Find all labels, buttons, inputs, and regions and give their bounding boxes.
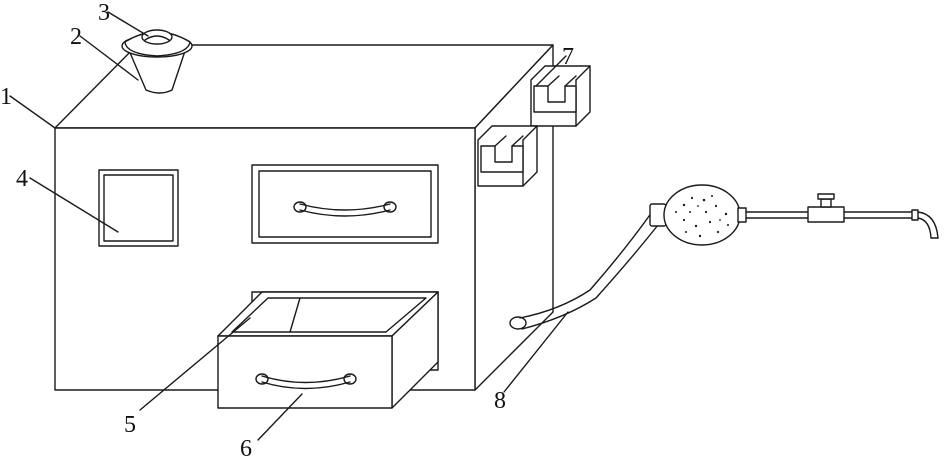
label-2: 2 xyxy=(70,24,82,50)
label-6: 6 xyxy=(240,436,252,460)
side-hook-lower xyxy=(478,126,537,186)
label-7: 7 xyxy=(562,44,574,70)
label-8: 8 xyxy=(494,388,506,414)
label-1: 1 xyxy=(0,84,12,110)
label-5: 5 xyxy=(124,412,136,438)
lower-drawer xyxy=(218,292,438,408)
side-hook-upper xyxy=(531,66,590,126)
vent-grille xyxy=(99,170,178,246)
upper-drawer xyxy=(252,165,438,243)
sprayer-assembly xyxy=(510,185,938,329)
label-4: 4 xyxy=(16,166,28,192)
label-3: 3 xyxy=(98,0,110,26)
